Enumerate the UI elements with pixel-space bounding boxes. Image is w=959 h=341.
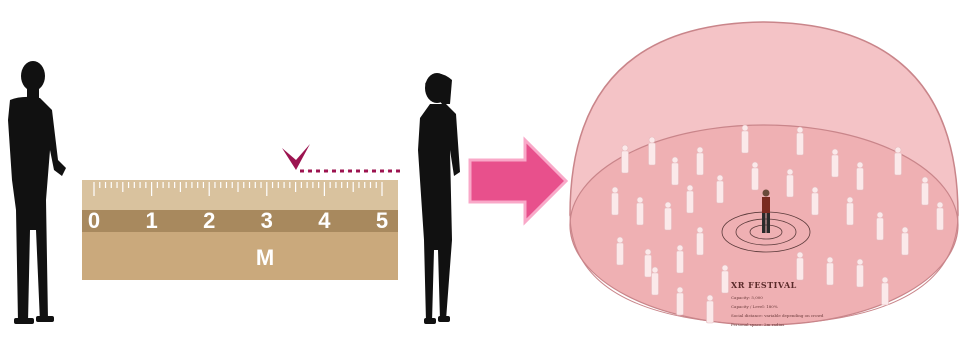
- crowd-person-head: [722, 265, 728, 271]
- man-silhouette: [8, 61, 66, 324]
- crowd-person-body: [847, 203, 854, 225]
- crowd-person-body: [877, 218, 884, 240]
- crowd-person-body: [797, 133, 804, 155]
- crowd-person-head: [877, 212, 883, 218]
- distance-marker: [282, 144, 400, 171]
- crowd-person-head: [742, 125, 748, 131]
- personal-space-dome: XR FESTIVAL Capacity: 5,000 Capacity / L…: [570, 22, 958, 327]
- festival-caption-line: Capacity / Level: 180%: [731, 304, 778, 309]
- crowd-person-head: [812, 187, 818, 193]
- crowd-person-head: [697, 227, 703, 233]
- crowd-person-head: [612, 187, 618, 193]
- crowd-person-body: [752, 168, 759, 190]
- crowd-person-body: [645, 255, 652, 277]
- crowd-person-body: [649, 143, 656, 165]
- arrow-right-icon: [470, 140, 566, 222]
- ruler: 0 1 2 3 4 5 M: [82, 180, 398, 280]
- crowd-person-body: [902, 233, 909, 255]
- festival-caption-line: Capacity: 5,000: [731, 295, 763, 300]
- crowd-person-body: [787, 175, 794, 197]
- crowd-person-head: [617, 237, 623, 243]
- ruler-tick-label: 0: [88, 208, 100, 233]
- crowd-person-body: [895, 153, 902, 175]
- crowd-person-head: [847, 197, 853, 203]
- crowd-person-body: [622, 151, 629, 173]
- crowd-person-head: [797, 252, 803, 258]
- crowd-person-head: [882, 277, 888, 283]
- crowd-person-head: [645, 249, 651, 255]
- ruler-tick-label: 2: [203, 208, 215, 233]
- crowd-person-head: [665, 202, 671, 208]
- crowd-person-head: [752, 162, 758, 168]
- crowd-person-body: [652, 273, 659, 295]
- ruler-band: [82, 210, 398, 232]
- crowd-person-body: [697, 153, 704, 175]
- crowd-person-body: [672, 163, 679, 185]
- crowd-person-body: [812, 193, 819, 215]
- crowd-person-body: [677, 251, 684, 273]
- crowd-person-body: [665, 208, 672, 230]
- crowd-person-body: [722, 271, 729, 293]
- crowd-person-body: [857, 168, 864, 190]
- crowd-person-body: [707, 301, 714, 323]
- crowd-person-head: [717, 175, 723, 181]
- chevron-down-icon: [282, 144, 310, 170]
- crowd-person-body: [827, 263, 834, 285]
- crowd-person-head: [637, 197, 643, 203]
- crowd-person-head: [677, 245, 683, 251]
- crowd-person-head: [922, 177, 928, 183]
- crowd-person-body: [857, 265, 864, 287]
- crowd-person-body: [637, 203, 644, 225]
- crowd-person-body: [612, 193, 619, 215]
- crowd-person-head: [857, 162, 863, 168]
- crowd-person-body: [717, 181, 724, 203]
- festival-caption-line: Social distance: variable depending on c…: [731, 313, 824, 318]
- crowd-person-head: [687, 185, 693, 191]
- crowd-person-head: [832, 149, 838, 155]
- crowd-person-head: [707, 295, 713, 301]
- crowd-person-body: [742, 131, 749, 153]
- ruler-unit-label: M: [256, 245, 274, 270]
- crowd-person-body: [697, 233, 704, 255]
- crowd-person-body: [797, 258, 804, 280]
- crowd-person-head: [797, 127, 803, 133]
- crowd-person-body: [832, 155, 839, 177]
- crowd-person-body: [882, 283, 889, 305]
- ruler-tick-label: 4: [318, 208, 331, 233]
- festival-title: XR FESTIVAL: [731, 280, 797, 290]
- woman-silhouette: [418, 73, 460, 324]
- crowd-person-head: [895, 147, 901, 153]
- crowd-person-head: [672, 157, 678, 163]
- crowd-person-body: [937, 208, 944, 230]
- crowd-person-head: [697, 147, 703, 153]
- festival-caption-line: Personal space: 2m radius: [731, 322, 784, 327]
- crowd-person-head: [677, 287, 683, 293]
- crowd-person-body: [677, 293, 684, 315]
- crowd-person-head: [902, 227, 908, 233]
- crowd-person-head: [827, 257, 833, 263]
- crowd-person-body: [687, 191, 694, 213]
- ruler-tick-label: 3: [261, 208, 273, 233]
- ruler-tick-label: 5: [376, 208, 388, 233]
- crowd-person-body: [617, 243, 624, 265]
- crowd-person-body: [922, 183, 929, 205]
- ruler-tick-label: 1: [145, 208, 157, 233]
- crowd-person-head: [787, 169, 793, 175]
- crowd-person-head: [857, 259, 863, 265]
- crowd-person-head: [652, 267, 658, 273]
- crowd-person-head: [937, 202, 943, 208]
- crowd-person-head: [622, 145, 628, 151]
- crowd-person-head: [649, 137, 655, 143]
